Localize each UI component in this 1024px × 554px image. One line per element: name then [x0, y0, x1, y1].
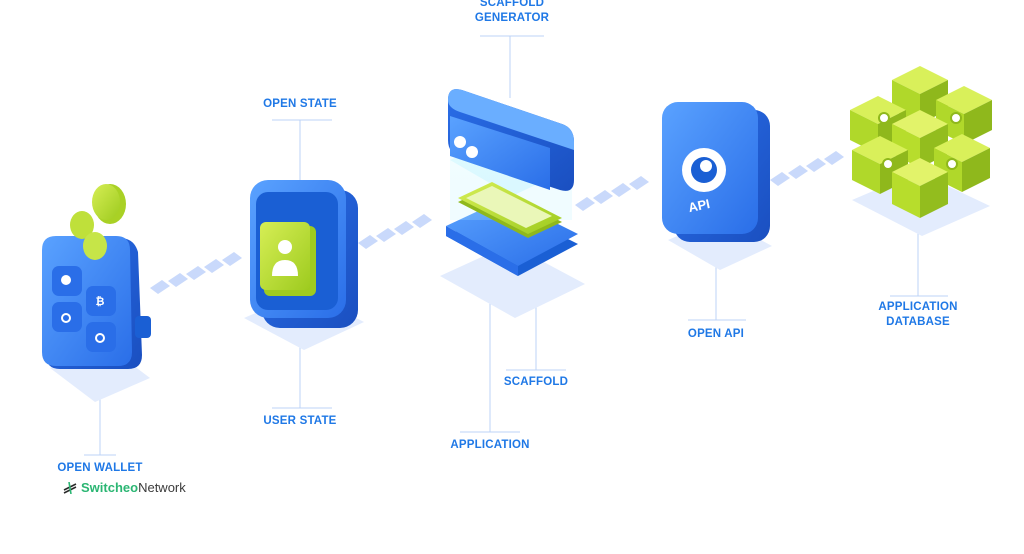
- scaffold-generator-icon: [448, 89, 574, 191]
- arrow-api-to-db: [770, 151, 844, 186]
- brand-name-part1: Switcheo: [81, 480, 139, 495]
- open-wallet-node: ₿: [42, 184, 151, 402]
- label-scaffold-generator-line2: GENERATOR: [474, 12, 550, 24]
- label-application-database-line2: DATABASE: [886, 316, 950, 328]
- label-application: APPLICATION: [450, 439, 530, 451]
- phone-icon: [458, 182, 562, 238]
- api-badge-text: API: [687, 196, 711, 215]
- arrow-state-to-app: [358, 214, 432, 249]
- open-api-node: [662, 102, 772, 270]
- label-scaffold-generator: SCAFFOLD GENERATOR: [472, 0, 552, 26]
- label-user-state: USER STATE: [263, 415, 337, 427]
- label-application-database-line1: APPLICATION: [878, 301, 958, 313]
- svg-text:₿: ₿: [96, 295, 105, 308]
- database-blocks-icon: [850, 66, 992, 236]
- label-scaffold: SCAFFOLD: [503, 376, 569, 388]
- label-scaffold-generator-line1: SCAFFOLD: [479, 0, 545, 9]
- label-open-api: OPEN API: [687, 328, 745, 340]
- leader-lines: [84, 35, 948, 456]
- scaffold-node: [440, 89, 585, 318]
- api-icon: [682, 148, 726, 192]
- label-open-wallet: OPEN WALLET: [57, 462, 143, 474]
- coin-icon: [70, 184, 126, 260]
- arrow-app-to-api: [575, 176, 649, 211]
- label-open-state: OPEN STATE: [263, 98, 337, 110]
- brand-name-part2: Network: [138, 480, 186, 495]
- user-icon: [260, 222, 316, 296]
- label-application-database: APPLICATION DATABASE: [870, 300, 966, 330]
- switcheo-brand: SwitcheoNetwork: [63, 480, 186, 495]
- switcheo-logo-icon: [63, 481, 77, 494]
- arrow-wallet-to-state: [150, 252, 242, 294]
- user-state-node: [244, 180, 364, 350]
